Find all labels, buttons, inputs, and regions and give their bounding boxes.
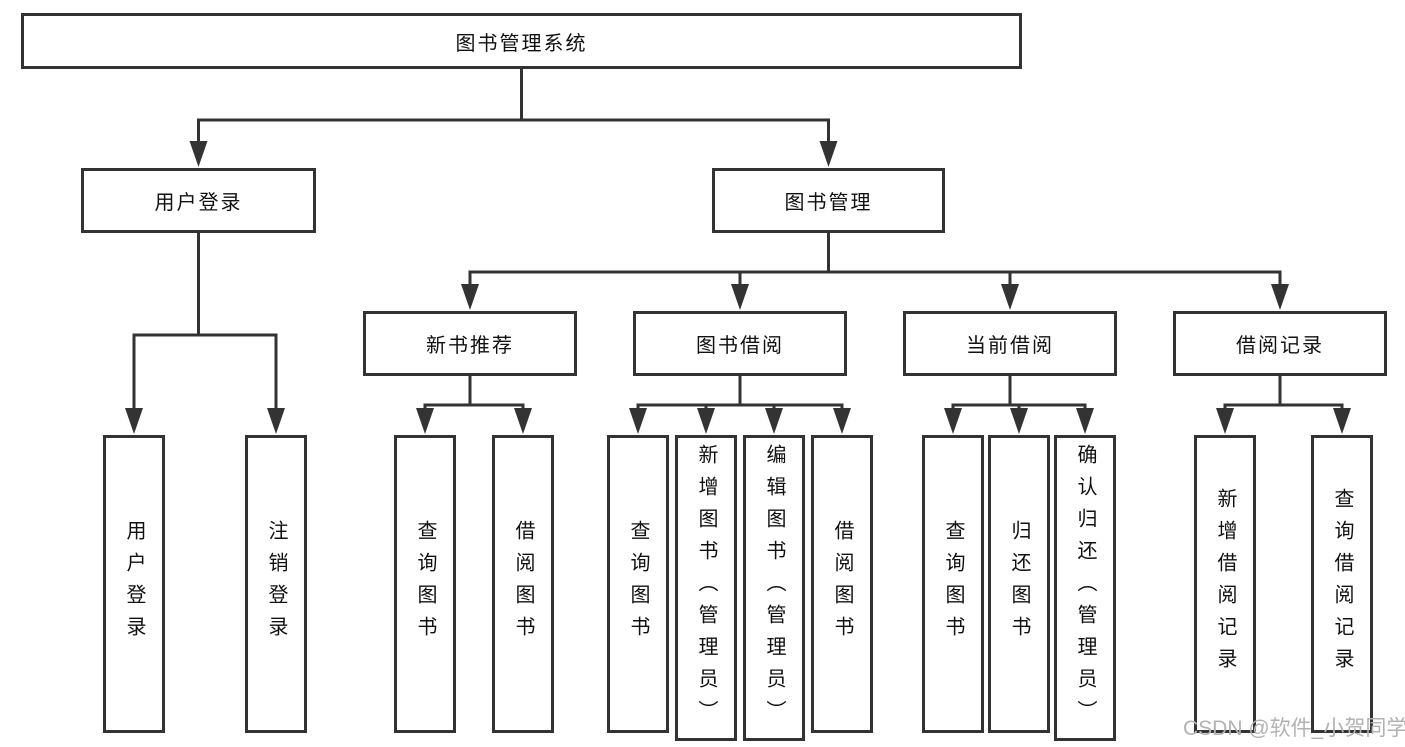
leaf-label: 用户登录 <box>123 520 145 648</box>
leaf-query-books-current: 查询图书 <box>922 435 984 733</box>
node-book-borrowing: 图书借阅 <box>633 311 847 376</box>
node-new-book-recommend: 新书推荐 <box>363 311 577 376</box>
leaf-label: 确认归还（管理员） <box>1074 444 1096 732</box>
node-label: 图书管理 <box>784 192 873 214</box>
leaf-label: 归还图书 <box>1008 520 1030 648</box>
leaf-label: 查询图书 <box>942 520 964 648</box>
node-label: 用户登录 <box>154 192 243 214</box>
leaf-user-login: 用户登录 <box>103 435 165 733</box>
leaf-add-borrow-record: 新增借阅记录 <box>1194 435 1256 733</box>
leaf-query-books-recommend: 查询图书 <box>394 435 456 733</box>
leaf-label: 注销登录 <box>265 520 287 648</box>
leaf-label: 新增借阅记录 <box>1214 488 1236 680</box>
leaf-label: 编辑图书（管理员） <box>763 444 785 732</box>
leaf-edit-book-admin: 编辑图书（管理员） <box>743 435 805 741</box>
leaf-label: 查询借阅记录 <box>1331 488 1353 680</box>
csdn-watermark: CSDN @软件_小贺同学 <box>1183 717 1405 740</box>
leaf-add-book-admin: 新增图书（管理员） <box>675 435 737 741</box>
node-label: 图书管理系统 <box>455 32 588 55</box>
leaf-confirm-return-admin: 确认归还（管理员） <box>1054 435 1116 741</box>
leaf-borrow-books-borrow: 借阅图书 <box>811 435 873 733</box>
node-user-login: 用户登录 <box>81 168 316 233</box>
leaf-query-books-borrow: 查询图书 <box>607 435 669 733</box>
node-label: 借阅记录 <box>1236 335 1324 357</box>
node-label: 图书借阅 <box>696 335 784 357</box>
node-label: 当前借阅 <box>966 335 1054 357</box>
leaf-logout: 注销登录 <box>245 435 307 733</box>
leaf-label: 新增图书（管理员） <box>695 444 717 732</box>
node-root-system: 图书管理系统 <box>21 13 1022 69</box>
node-label: 新书推荐 <box>426 335 514 357</box>
node-book-management: 图书管理 <box>712 168 945 233</box>
node-borrow-records: 借阅记录 <box>1173 311 1387 376</box>
leaf-label: 借阅图书 <box>831 520 853 648</box>
leaf-query-borrow-record: 查询借阅记录 <box>1311 435 1373 733</box>
leaf-return-book: 归还图书 <box>988 435 1050 733</box>
leaf-label: 借阅图书 <box>512 520 534 648</box>
leaf-borrow-books-recommend: 借阅图书 <box>492 435 554 733</box>
node-current-borrowing: 当前借阅 <box>903 311 1117 376</box>
leaf-label: 查询图书 <box>627 520 649 648</box>
leaf-label: 查询图书 <box>414 520 436 648</box>
